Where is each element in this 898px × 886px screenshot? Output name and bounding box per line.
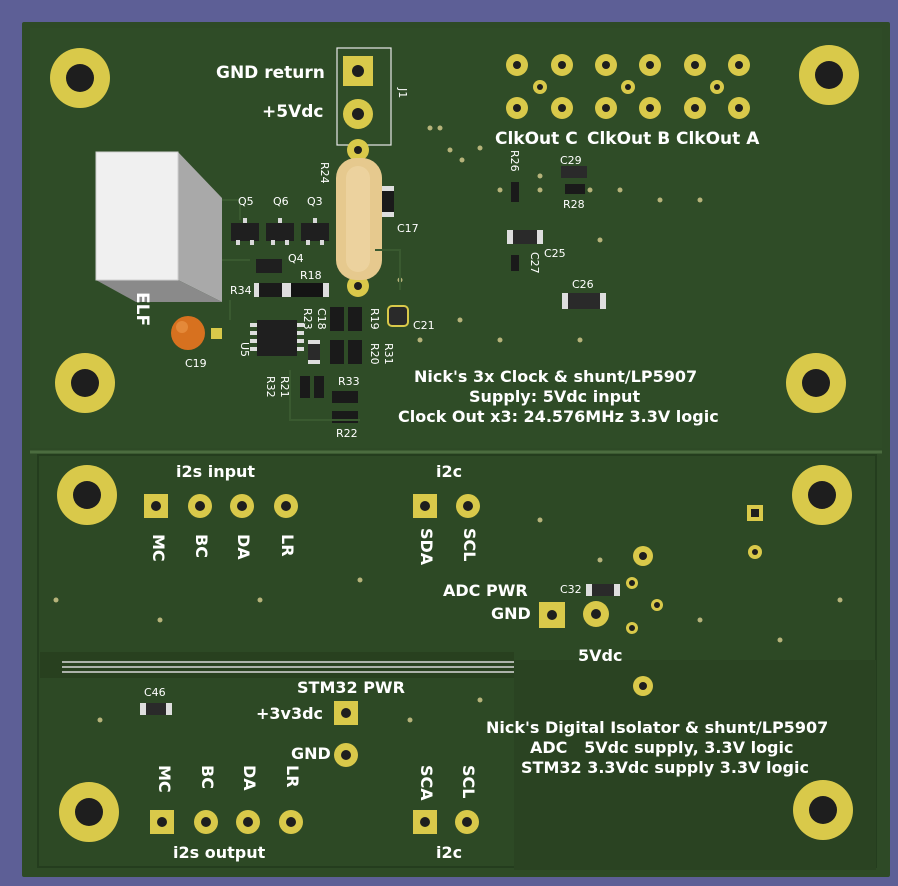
elf-side bbox=[178, 152, 222, 302]
mounting-holes bbox=[50, 45, 859, 842]
elf-ref: ELF bbox=[132, 292, 152, 327]
i2s-input-title: i2s input bbox=[176, 462, 256, 481]
q5-ref: Q5 bbox=[238, 195, 254, 208]
i2s-input-pin-lr: LR bbox=[278, 534, 297, 557]
pcb-artwork bbox=[30, 28, 882, 870]
i2s-input-pin-da: DA bbox=[234, 534, 253, 560]
stm32-pwr-title: STM32 PWR bbox=[297, 678, 405, 697]
plus-5vdc-label: +5Vdc bbox=[262, 102, 324, 122]
i2s-input-pads bbox=[144, 494, 298, 518]
r18-ref: R18 bbox=[300, 269, 322, 282]
stm32-pwr-gnd: GND bbox=[291, 744, 331, 763]
pcb-board bbox=[22, 22, 890, 877]
q3-ref: Q3 bbox=[307, 195, 323, 208]
i2s-output-title: i2s output bbox=[173, 843, 266, 862]
i2c-top-pads bbox=[413, 494, 480, 518]
r28-ref: R28 bbox=[563, 198, 585, 211]
i2c-bottom-pin-scl: SCL bbox=[459, 765, 478, 799]
i2c-bottom-pin-sca: SCA bbox=[417, 765, 436, 801]
c19-ref: C19 bbox=[185, 357, 207, 370]
i2s-output-pin-mc: MC bbox=[155, 765, 174, 793]
r33-ref: R33 bbox=[338, 375, 360, 388]
u5-ref: U5 bbox=[238, 342, 251, 358]
i2c-top-pin-scl: SCL bbox=[460, 528, 479, 562]
q6-ref: Q6 bbox=[273, 195, 289, 208]
c26-ref: C26 bbox=[572, 278, 594, 291]
adc-pwr-5vdc: 5Vdc bbox=[578, 646, 623, 665]
isolation-gap bbox=[40, 652, 514, 678]
adc-pwr-gnd: GND bbox=[491, 604, 531, 623]
clkout-a-label: ClkOut A bbox=[676, 129, 760, 149]
clock-desc-line3: Clock Out x3: 24.576MHz 3.3V logic bbox=[398, 407, 719, 426]
c17-ref: C17 bbox=[397, 222, 419, 235]
c19-body bbox=[171, 316, 205, 350]
gnd-return-label: GND return bbox=[216, 63, 325, 83]
stm32-pwr-3v3: +3v3dc bbox=[256, 704, 324, 723]
vias bbox=[53, 125, 843, 723]
r32-ref: R32 bbox=[264, 376, 277, 398]
q4-ref: Q4 bbox=[288, 252, 304, 265]
i2s-output-pin-bc: BC bbox=[198, 765, 217, 789]
i2s-output-pin-da: DA bbox=[240, 765, 259, 791]
u5-body bbox=[257, 320, 297, 356]
clkout-c-label: ClkOut C bbox=[495, 129, 578, 149]
isolator-desc-line3: STM32 3.3Vdc supply 3.3V logic bbox=[521, 758, 809, 777]
r20-ref: R20 bbox=[368, 343, 381, 365]
c29-ref: C29 bbox=[560, 154, 582, 167]
c21-ref: C21 bbox=[413, 319, 435, 332]
isolator-desc-line2: ADC 5Vdc supply, 3.3V logic bbox=[530, 738, 794, 757]
c18-ref: C18 bbox=[315, 308, 328, 330]
clock-desc-line1: Nick's 3x Clock & shunt/LP5907 bbox=[414, 367, 698, 386]
transistors bbox=[231, 223, 329, 273]
i2s-output-pin-lr: LR bbox=[283, 765, 302, 788]
r21-ref: R21 bbox=[278, 376, 291, 398]
j1-ref: J1 bbox=[396, 88, 409, 99]
r24-ref: R24 bbox=[318, 162, 331, 184]
clkout-b-label: ClkOut B bbox=[587, 129, 671, 149]
i2s-input-pin-mc: MC bbox=[149, 534, 168, 562]
i2s-input-pin-bc: BC bbox=[192, 534, 211, 558]
r22-ref: R22 bbox=[336, 427, 358, 440]
c27-ref: C27 bbox=[528, 252, 541, 274]
r34-ref: R34 bbox=[230, 284, 252, 297]
r26-ref: R26 bbox=[508, 150, 521, 172]
r23-ref: R23 bbox=[301, 308, 314, 330]
c46-ref: C46 bbox=[144, 686, 166, 699]
i2c-bottom-title: i2c bbox=[436, 843, 463, 862]
elf-body bbox=[96, 152, 178, 280]
clock-desc-line2: Supply: 5Vdc input bbox=[469, 387, 641, 406]
r31-ref: R31 bbox=[382, 343, 395, 365]
isolator-desc-line1: Nick's Digital Isolator & shunt/LP5907 bbox=[486, 718, 829, 737]
c32-ref: C32 bbox=[560, 583, 582, 596]
r19-ref: R19 bbox=[368, 308, 381, 330]
i2c-top-title: i2c bbox=[436, 462, 463, 481]
adc-pwr-title: ADC PWR bbox=[443, 581, 528, 600]
i2c-top-pin-sda: SDA bbox=[417, 528, 436, 566]
c25-ref: C25 bbox=[544, 247, 566, 260]
